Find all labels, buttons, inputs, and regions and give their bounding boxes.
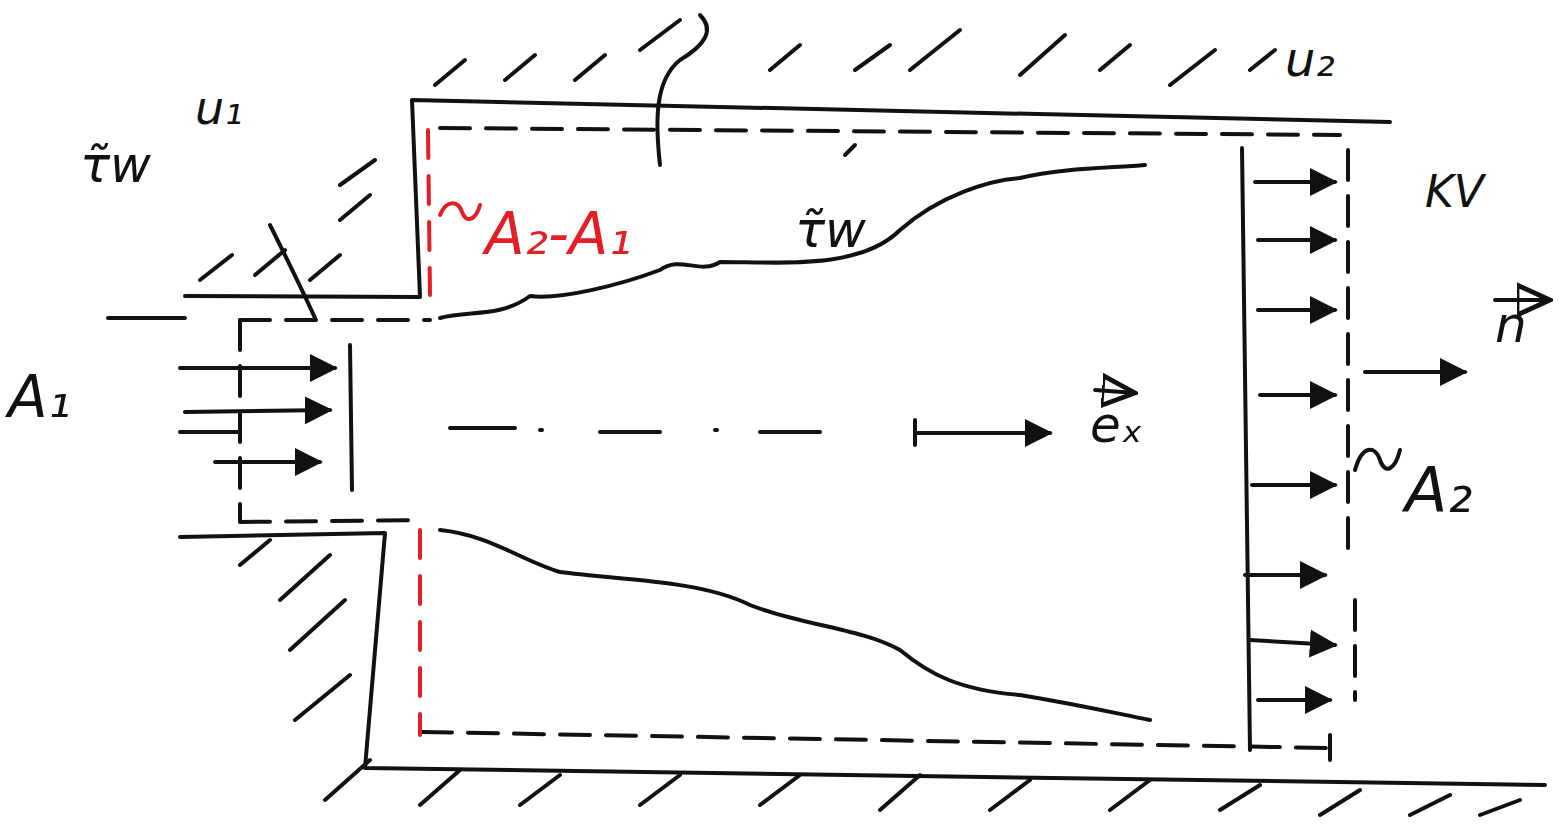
area-label: A₂	[1405, 460, 1472, 522]
wall-shear-symbol: τ̃w	[80, 140, 151, 190]
area-label: A₂-A₁	[485, 205, 632, 263]
unit-vector-label: eₓ	[1090, 400, 1143, 450]
wall-shear-symbol: τ̃w	[795, 205, 866, 255]
velocity-symbol: u₂	[1285, 35, 1335, 83]
area-label: A₁	[8, 368, 71, 426]
control-volume-label: KV	[1425, 170, 1484, 214]
velocity-symbol: u₁	[195, 85, 243, 131]
normal-vector-label: n	[1495, 300, 1527, 350]
